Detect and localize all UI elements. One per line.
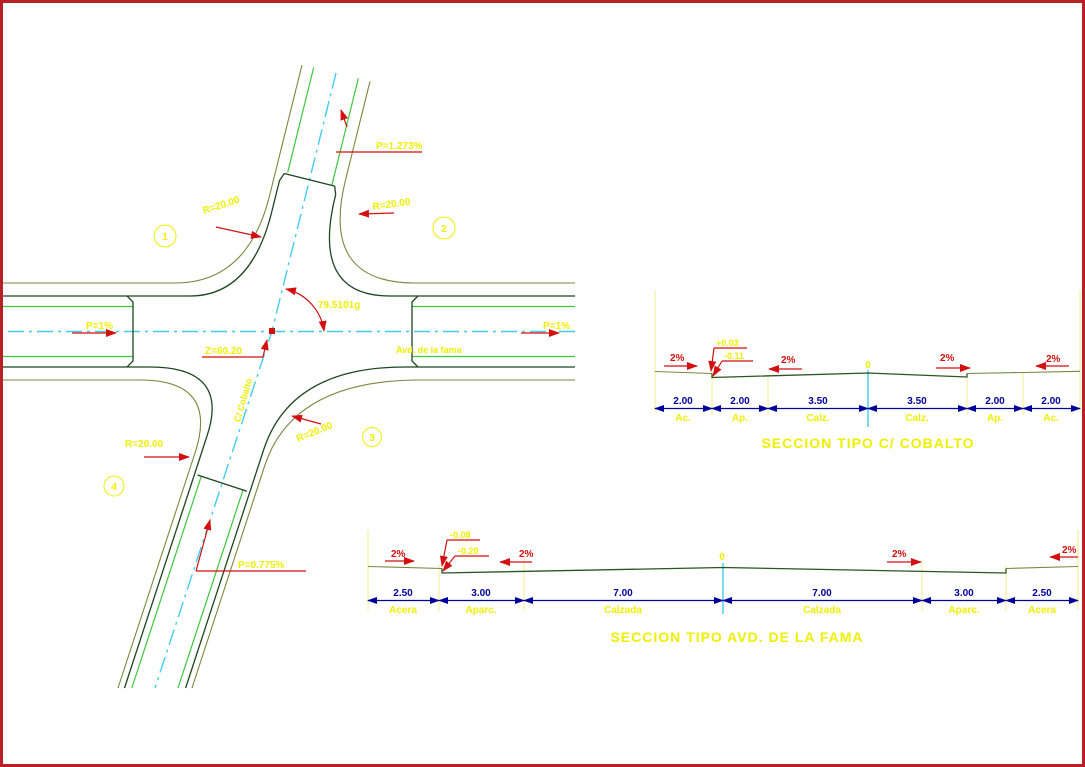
slope-west-label: P=1%: [86, 321, 113, 332]
slope-north-label: P=1.273%: [376, 141, 423, 152]
slope-label: 2%: [670, 353, 685, 364]
dim-width: 3.00: [471, 588, 491, 599]
section-fama-title: SECCION TIPO AVD. DE LA FAMA: [610, 629, 863, 645]
curb-upper-label: -0.08: [450, 530, 471, 540]
dim-width: 2.00: [985, 396, 1005, 407]
slope-label: 2%: [1046, 354, 1061, 365]
dim-width: 2.50: [1032, 588, 1052, 599]
section-fama-slope-labels: 2% 2% 2% 2% -0.08 -0.20 0: [391, 530, 1077, 563]
section-fama-profile: [367, 565, 1079, 574]
segment-name: Calz.: [806, 413, 830, 424]
node-circle-4: [103, 475, 125, 497]
segment-name: Ap.: [987, 413, 1003, 424]
node-2-label: 2: [441, 224, 447, 235]
radius-tl-arrow: [215, 226, 262, 239]
slope-label: 2%: [892, 549, 907, 560]
quadrant-node-numbers: 1 2 3 4: [111, 224, 447, 493]
curb-lower-label: -0.11: [724, 351, 744, 361]
slope-south-arrow: [195, 519, 212, 572]
segment-name: Aparc.: [948, 605, 979, 616]
avenue-west-edges: [3, 282, 190, 381]
slope-east-label: P=1%: [543, 321, 570, 332]
slope-label: 2%: [519, 549, 534, 560]
segment-name: Ac.: [675, 413, 691, 424]
slope-label: 2%: [391, 549, 406, 560]
axis-zero-label: 0: [719, 552, 725, 563]
intersection-angle-label: 79.5101g: [318, 300, 360, 311]
segment-name: Acera: [389, 605, 417, 616]
segment-name: Calzada: [803, 605, 841, 616]
dim-width: 2.00: [1041, 396, 1061, 407]
radius-br-label: R=20.00: [295, 420, 335, 445]
dim-width: 3.00: [954, 588, 974, 599]
segment-name: Calzada: [604, 605, 642, 616]
plan-red-annotations: [72, 109, 560, 572]
node-circle-1: [153, 224, 177, 248]
angle-arc-arrow: [285, 287, 327, 332]
corner-fillets: [139, 179, 421, 466]
dim-width: 2.00: [673, 396, 693, 407]
street-name-diagonal: C/ Cobalto: [232, 377, 254, 423]
section-cobalto: 2% 2% 2% 2% +0.03 -0.11 0 2.00 2.00 3.50…: [654, 290, 1081, 451]
plan-view: Z=60.20 79.5101g P=1% P=1% P=1.273% P=0.…: [3, 64, 575, 689]
section-cobalto-dimensions: 2.00 2.00 3.50 3.50 2.00 2.00 Ac. Ap. Ca…: [654, 396, 1081, 424]
quadrant-nodes: [103, 216, 456, 497]
radius-tl-label: R=20.00: [202, 194, 242, 216]
slope-label: 2%: [1062, 545, 1077, 556]
dim-width: 7.00: [613, 588, 633, 599]
node-3-label: 3: [369, 433, 375, 444]
radius-br-arrow: [291, 414, 322, 425]
dim-width: 2.50: [393, 588, 413, 599]
street-name-horizontal: Avd. de la fama: [396, 345, 463, 355]
street-north-edges: [269, 64, 371, 212]
dim-width: 7.00: [812, 588, 832, 599]
axis-zero-label: 0: [865, 360, 871, 371]
section-cobalto-slope-arrows: [664, 347, 1069, 377]
dim-width: 3.50: [808, 396, 828, 407]
dim-width: 3.50: [907, 396, 927, 407]
section-fama-slope-arrows: [385, 539, 1078, 572]
segment-name: Aparc.: [465, 605, 496, 616]
radius-tr-label: R=20.00: [372, 197, 412, 213]
slope-label: 2%: [940, 353, 955, 364]
dim-width: 2.00: [730, 396, 750, 407]
section-cobalto-slope-labels: 2% 2% 2% 2% +0.03 -0.11 0: [670, 338, 1061, 371]
node-circle-3: [362, 427, 382, 447]
section-cobalto-boundaries: [654, 290, 1081, 427]
node-circle-2: [432, 216, 456, 240]
slope-label: 2%: [781, 355, 796, 366]
plan-labels: Z=60.20 79.5101g P=1% P=1% P=1.273% P=0.…: [86, 141, 570, 571]
section-cobalto-profile: [654, 370, 1081, 379]
elevation-label: Z=60.20: [205, 346, 242, 357]
segment-name: Acera: [1028, 605, 1056, 616]
radius-tr-arrow: [358, 209, 395, 218]
node-1-label: 1: [162, 232, 168, 243]
segment-name: Calz.: [905, 413, 929, 424]
slope-south-label: P=0.775%: [238, 560, 285, 571]
curb-lower-label: -0.20: [458, 546, 479, 556]
curb-upper-label: +0.03: [716, 338, 739, 348]
street-south-edges: [117, 435, 266, 689]
segment-name: Ap.: [732, 413, 748, 424]
radius-bl-label: R=20.00: [125, 439, 164, 450]
segment-name: Ac.: [1043, 413, 1059, 424]
street-direction-arrow: [340, 109, 349, 128]
intersection-point-marker: [269, 328, 275, 334]
section-fama: 2% 2% 2% 2% -0.08 -0.20 0 2.50 3.00 7.00…: [367, 530, 1079, 645]
node-4-label: 4: [111, 482, 117, 493]
section-fama-dimensions: 2.50 3.00 7.00 7.00 3.00 2.50 Acera Apar…: [367, 588, 1079, 616]
elevation-leader-arrow: [260, 339, 269, 358]
section-cobalto-title: SECCION TIPO C/ COBALTO: [761, 435, 974, 451]
avenue-east-edges: [390, 282, 575, 381]
